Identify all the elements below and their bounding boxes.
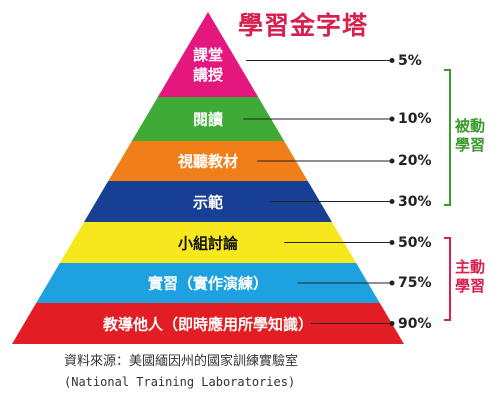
source-note: 資料來源：美國緬因州的國家訓練實驗室 (National Training La… bbox=[64, 352, 298, 392]
layer-label-line: 視聽教材 bbox=[177, 152, 239, 171]
percent-label-4: 30% bbox=[398, 193, 432, 210]
page-title: 學習金字塔 bbox=[238, 11, 369, 40]
layer-label-1: 課堂講授 bbox=[193, 45, 223, 85]
pyramid-layer-3 bbox=[108, 141, 308, 181]
leader-dot-6 bbox=[389, 280, 395, 286]
leader-dot-2 bbox=[389, 116, 395, 122]
layer-label-7: 教導他人（即時應用所學知識） bbox=[103, 313, 313, 334]
active-learning-label: 主動學習 bbox=[448, 258, 492, 296]
layer-label-3: 視聽教材 bbox=[178, 151, 238, 172]
pyramid-layer-5 bbox=[59, 222, 357, 263]
layer-label-6: 實習（實作演練） bbox=[148, 273, 268, 294]
layer-label-4: 示範 bbox=[193, 191, 223, 212]
pyramid-layer-1 bbox=[157, 12, 259, 97]
layer-label-2: 閱讀 bbox=[193, 109, 223, 130]
active-learning-text: 主動學習 bbox=[454, 258, 485, 295]
layer-label-line: 小組討論 bbox=[177, 234, 239, 252]
percent-label-7: 90% bbox=[398, 315, 432, 332]
pyramid-layer-2 bbox=[131, 97, 285, 141]
layer-label-line: 講授 bbox=[192, 65, 224, 84]
pyramid-layer-7 bbox=[12, 303, 404, 344]
pyramid-layer-4 bbox=[84, 181, 332, 222]
pyramid-layer-6 bbox=[36, 263, 380, 303]
passive-learning-text: 被動學習 bbox=[454, 117, 485, 154]
layer-label-line: 閱讀 bbox=[192, 110, 224, 129]
passive-learning-label: 被動學習 bbox=[448, 117, 492, 155]
percent-label-1: 5% bbox=[398, 52, 422, 69]
layer-label-line: 課堂 bbox=[192, 45, 224, 64]
percent-label-5: 50% bbox=[398, 234, 432, 251]
layer-label-5: 小組討論 bbox=[178, 232, 238, 253]
percent-label-6: 75% bbox=[398, 275, 432, 291]
percent-label-3: 20% bbox=[398, 153, 432, 169]
leader-dot-7 bbox=[389, 321, 395, 326]
source-line-1: 資料來源：美國緬因州的國家訓練實驗室 bbox=[64, 354, 299, 369]
layer-label-line: 教導他人（即時應用所學知識） bbox=[102, 315, 314, 333]
source-line-2: (National Training Laboratories) bbox=[64, 375, 296, 389]
layer-label-line: 實習（實作演練） bbox=[147, 274, 269, 293]
percent-label-2: 10% bbox=[398, 111, 432, 127]
active-bracket bbox=[444, 237, 451, 321]
leader-dot-5 bbox=[389, 240, 395, 245]
leader-dot-1 bbox=[389, 58, 395, 63]
layer-label-line: 示範 bbox=[192, 193, 224, 211]
leader-dot-3 bbox=[389, 158, 395, 164]
passive-bracket bbox=[444, 69, 451, 206]
leader-dot-4 bbox=[389, 199, 395, 204]
